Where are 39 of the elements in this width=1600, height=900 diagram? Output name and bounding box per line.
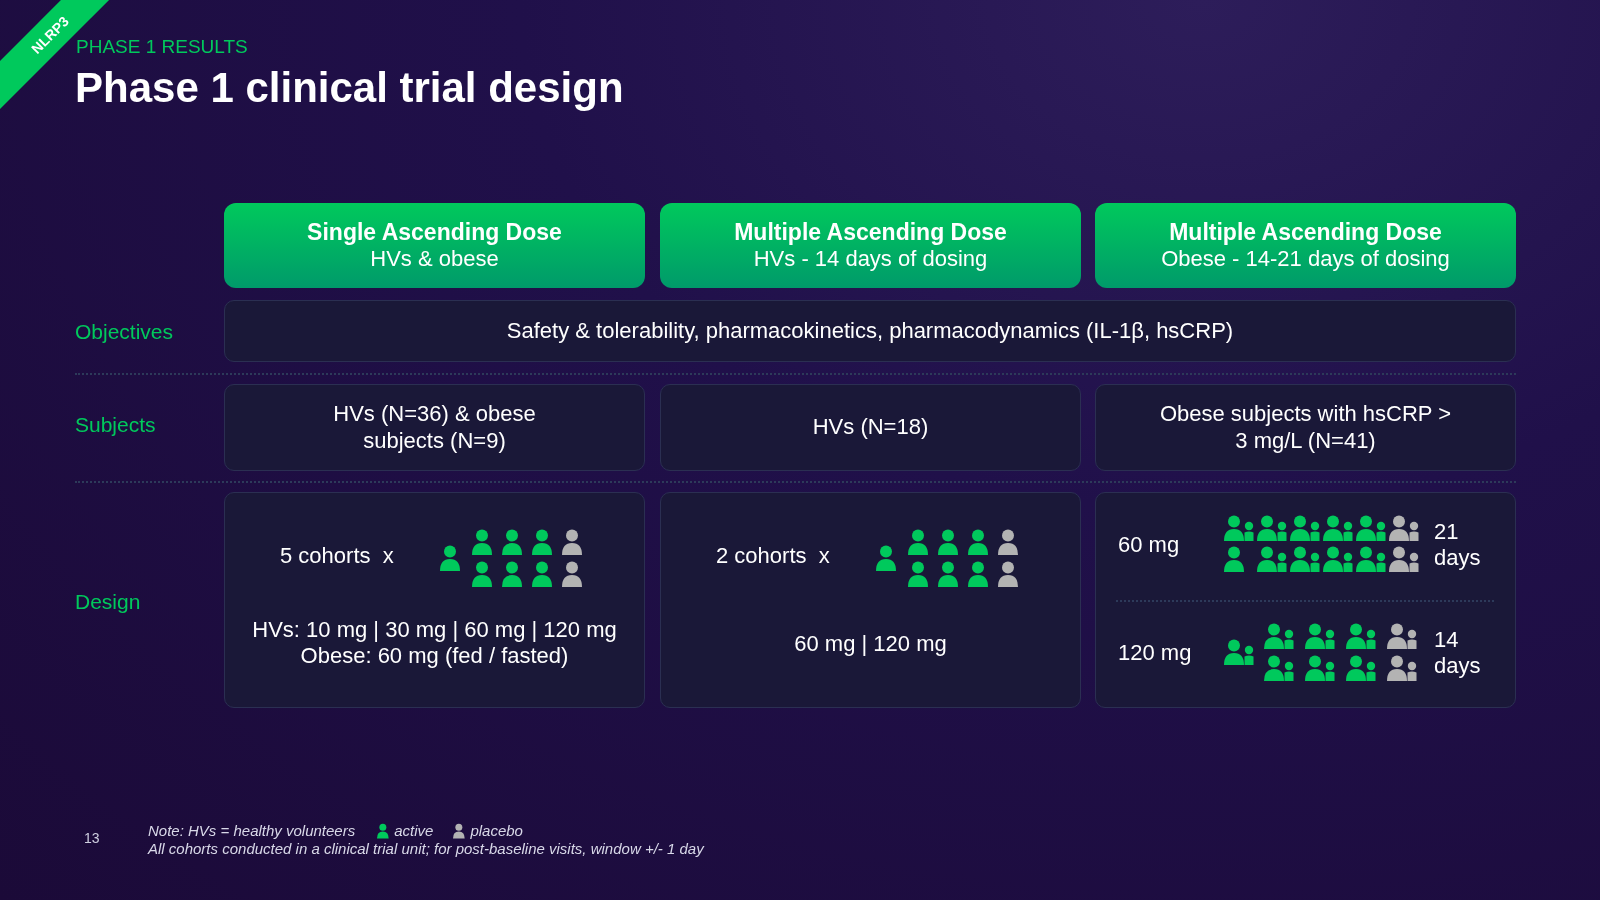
table-cell (224, 300, 1516, 362)
column-header (224, 203, 645, 288)
table-cell (1095, 492, 1516, 708)
table-cell (1095, 384, 1516, 471)
table-cell (660, 384, 1081, 471)
table-cell (660, 492, 1081, 708)
header-subtitle: HVs - 14 days of dosing (752, 246, 989, 272)
footnote: All cohorts conducted in a clinical trial unit; for post-baseline visits, window +/- 1 day (148, 840, 704, 857)
header-subtitle: Obese - 14-21 days of dosing (1160, 246, 1451, 272)
dose-text: 120 mg (1118, 640, 1192, 666)
row-label: Design (75, 590, 141, 614)
page-number: 13 (84, 830, 100, 846)
header-subtitle: HVs & obese (369, 246, 500, 272)
cohort-count: 2 cohorts x (716, 543, 830, 569)
table-cell (224, 492, 645, 708)
duration-text: 14 days (1434, 627, 1482, 680)
cohort-count: 5 cohorts x (280, 543, 394, 569)
cell-text: Safety & tolerability, pharmacokinetics, pharmacodynamics (IL-1β, hsCRP) (506, 317, 1234, 345)
column-header (660, 203, 1081, 288)
dose-text: 60 mg | 120 mg (793, 631, 948, 658)
row-label: Objectives (75, 320, 174, 344)
dose-text: 60 mg (1118, 532, 1180, 558)
cell-text: HVs (N=18) (812, 414, 929, 441)
header-title: Single Ascending Dose (306, 219, 563, 246)
duration-text: 21 days (1434, 519, 1482, 572)
header-title: Multiple Ascending Dose (1168, 219, 1443, 246)
dose-text: HVs: 10 mg | 30 mg | 60 mg | 120 mg (251, 617, 618, 644)
cell-text: HVs (N=36) & obese subjects (N=9) (332, 401, 537, 454)
dose-text: Obese: 60 mg (fed / fasted) (299, 643, 570, 670)
legend-label: placebo (470, 822, 523, 839)
column-header (1095, 203, 1516, 288)
section-label: PHASE 1 RESULTS (76, 36, 248, 58)
row-label: Subjects (75, 413, 156, 437)
cell-text: Obese subjects with hsCRP > 3 mg/L (N=41) (1158, 401, 1453, 454)
footnote: Note: HVs = healthy volunteers (148, 822, 356, 839)
legend-label: active (394, 822, 434, 839)
header-title: Multiple Ascending Dose (733, 219, 1008, 246)
table-cell (224, 384, 645, 471)
slide-title: Phase 1 clinical trial design (75, 64, 624, 112)
